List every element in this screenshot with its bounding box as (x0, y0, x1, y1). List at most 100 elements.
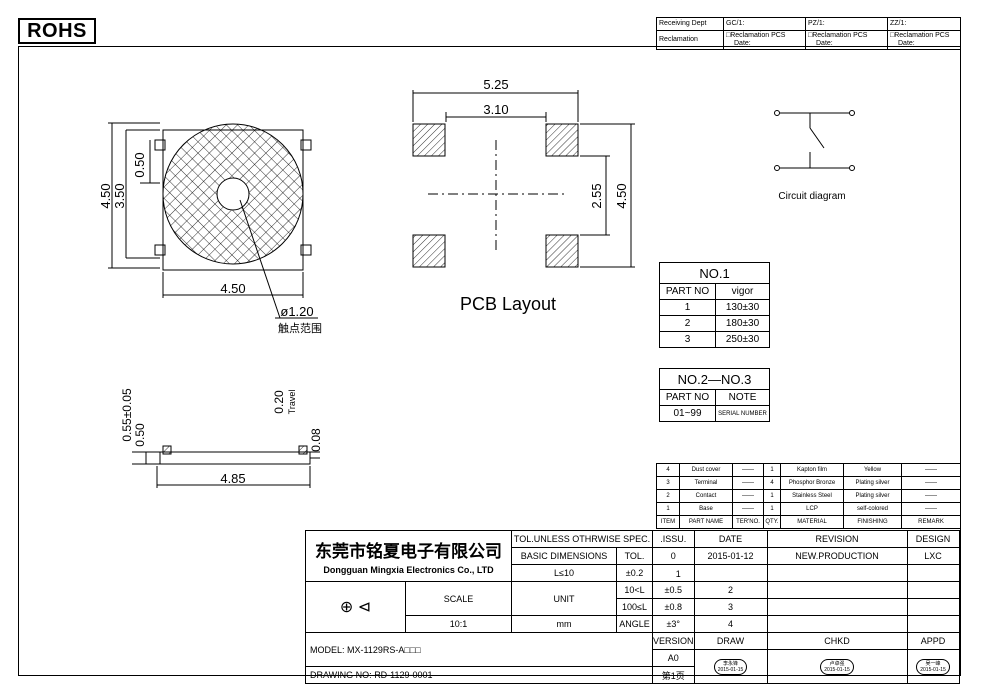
date-label: Date: (898, 40, 915, 47)
bom-header-remark: REMARK (901, 515, 961, 529)
chkd-header: CHKD (766, 632, 908, 650)
draw-header: DRAW (693, 632, 768, 650)
version-header: VERSION (652, 632, 695, 650)
pad (412, 234, 446, 268)
bom-ter: —— (732, 489, 764, 503)
stamp-date: 2015-01-15 (824, 666, 850, 673)
no1-header-part: PART NO (659, 283, 716, 300)
projection-icon: ⊕ ⊲ (339, 599, 372, 616)
no1-vigor: 130±30 (715, 299, 770, 316)
issu-header: .ISSU. (652, 530, 695, 548)
pad (545, 123, 579, 157)
rohs-label: ROHS (18, 18, 96, 44)
pcb-layout (412, 90, 635, 268)
bom-finishing: Plating silver (843, 476, 902, 490)
page-number: 第1页 (652, 666, 695, 684)
appd-header: APPD (906, 632, 960, 650)
stamp-date: 2015-01-15 (920, 666, 946, 673)
bom-remark: —— (901, 502, 961, 516)
issu-3: 3 (693, 598, 768, 616)
bom-part: Dust cover (679, 463, 733, 477)
model-value: MX-1129RS-A□□□ (347, 644, 421, 655)
tol-range: L≤10 (511, 564, 617, 582)
rev-text: NEW.PRODUCTION (766, 547, 908, 565)
issu-1: 1 (652, 564, 695, 582)
bom-header-part: PART NAME (679, 515, 733, 529)
bom-part: Terminal (679, 476, 733, 490)
bom-remark: —— (901, 476, 961, 490)
issu-2: 2 (693, 581, 768, 599)
travel-label: Travel (287, 390, 297, 415)
dim-pcb-inner: 3.10 (483, 102, 508, 117)
no1-vigor: 180±30 (715, 315, 770, 332)
no2-title: NO.2—NO.3 (659, 368, 770, 390)
bom-qty: 1 (763, 502, 781, 516)
bom-item: 4 (656, 463, 680, 477)
dim-side-height: 0.55±0.05 (120, 388, 134, 442)
dim-diameter: ø1.20 (280, 304, 313, 319)
stamp-name: 卢卓强 (829, 660, 845, 667)
bom-ter: —— (732, 463, 764, 477)
scale-value: 10:1 (405, 615, 512, 633)
no1-part: 1 (659, 299, 716, 316)
dim-pcb-vert: 2.55 (589, 183, 604, 208)
tol-range: 10<L (616, 581, 653, 599)
bom-ter: —— (732, 476, 764, 490)
dim-height-2: 3.50 (112, 183, 127, 208)
bom-material: Stainless Steel (780, 489, 844, 503)
no1-part: 2 (659, 315, 716, 332)
bom-item: 3 (656, 476, 680, 490)
no1-header-vigor: vigor (715, 283, 770, 300)
unit-value: mm (511, 615, 617, 633)
unit-header: UNIT (511, 581, 617, 616)
bom-header-material: MATERIAL (780, 515, 844, 529)
bom-finishing: self-colored (843, 502, 902, 516)
bom-ter: —— (732, 502, 764, 516)
dim-travel: 0.20 (272, 390, 286, 414)
model-label: MODEL: (310, 644, 345, 655)
bom-header-finishing: FINISHING (843, 515, 902, 529)
date-label: Date: (734, 40, 751, 47)
rev-date: 2015-01-12 (693, 547, 768, 565)
recl-text: □Reclamation PCS (890, 32, 950, 39)
tol-range: ANGLE (616, 615, 653, 633)
dim-side-width: 4.85 (220, 471, 245, 486)
bom-qty: 1 (763, 463, 781, 477)
circuit-diagram (774, 110, 855, 171)
side-body (159, 451, 311, 465)
company-cell: 东莞市铭夏电子有限公司 Dongguan Mingxia Electronics… (305, 530, 512, 582)
pad (412, 123, 446, 157)
bom-remark: —— (901, 489, 961, 503)
dim-height-3: 0.50 (132, 152, 147, 177)
no2-part: 01~99 (659, 405, 716, 422)
stamp-date: 2015-01-15 (717, 666, 744, 673)
bom-material: LCP (780, 502, 844, 516)
bom-material: Phosphor Bronze (780, 476, 844, 490)
issu-4: 4 (693, 615, 768, 633)
projection-cell: ⊕ ⊲ (305, 581, 406, 633)
no2-note: SERIAL NUMBER (715, 405, 770, 422)
model-cell: MODEL: MX-1129RS-A□□□ (305, 632, 653, 667)
bom-qty: 1 (763, 489, 781, 503)
terminal (300, 244, 312, 256)
tol-value: ±0.8 (652, 598, 695, 616)
issu-value: 1 (675, 569, 681, 579)
bom-part: Contact (679, 489, 733, 503)
designer: LXC (906, 547, 960, 565)
tol-header: TOL.UNLESS OTHRWISE SPEC. (511, 530, 653, 548)
bom-header-qty: QTY. (763, 515, 781, 529)
top-view (108, 122, 318, 319)
contact-circle (216, 177, 250, 211)
dim-height-1: 4.50 (98, 183, 113, 208)
no1-vigor: 250±30 (715, 331, 770, 348)
terminal (154, 244, 166, 256)
dim-width: 4.50 (220, 281, 245, 296)
recl-text: □Reclamation PCS (726, 32, 786, 39)
stamp-name: 吴一峰 (925, 660, 941, 667)
company-name-cn: 东莞市铭夏电子有限公司 (315, 542, 502, 561)
